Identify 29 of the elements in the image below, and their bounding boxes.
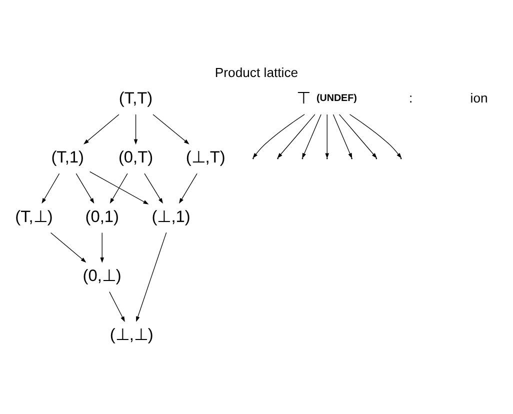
arrow [42, 173, 60, 204]
arrow [134, 114, 138, 145]
label: : [409, 90, 413, 106]
arrow [89, 171, 149, 204]
node-text: (⊥,1) [152, 208, 190, 226]
node-text: (T,T) [118, 90, 153, 108]
node-text: (⊥,⊥) [110, 326, 154, 344]
arrow [110, 173, 128, 204]
node-text: (T,⊥) [15, 208, 53, 226]
diagram-title: Product lattice [214, 65, 298, 80]
arrow [136, 232, 167, 322]
arrow [325, 114, 330, 159]
node-label: (UNDEF) [316, 93, 357, 104]
node-text: (0,⊥) [82, 266, 122, 285]
node-text: (0,T) [118, 148, 154, 167]
arrow [332, 114, 352, 159]
label: ion [470, 90, 488, 106]
arrow [152, 114, 190, 144]
node-text: (⊥,T) [186, 148, 226, 167]
node-text: (0,1) [85, 208, 119, 226]
arrow [100, 232, 104, 263]
arrow [84, 114, 120, 144]
arrow [144, 173, 163, 204]
node-text: ⊤ [296, 90, 311, 108]
arrow [179, 173, 198, 204]
arrow [76, 173, 94, 204]
arrow [109, 292, 125, 322]
arrow [50, 232, 86, 263]
node-text: (T,1) [51, 148, 84, 167]
